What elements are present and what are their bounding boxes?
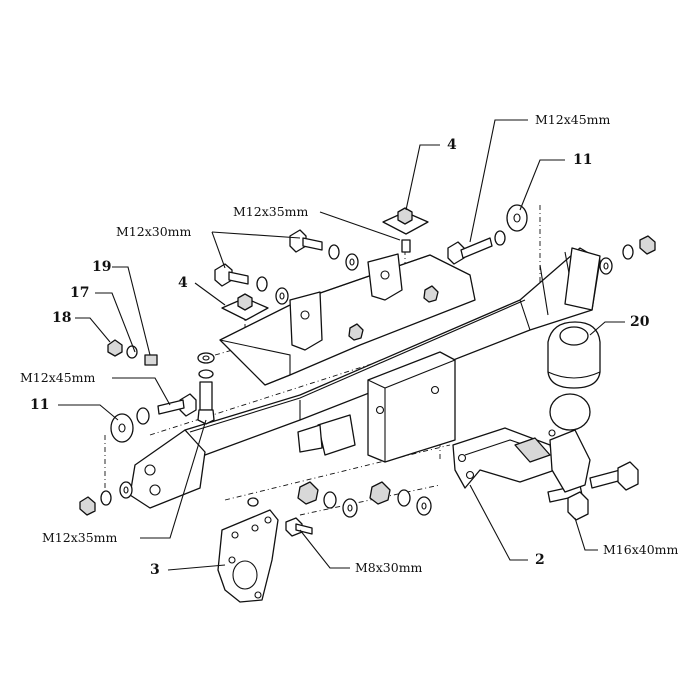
- label-part-3: 3: [150, 562, 160, 578]
- bolt-m8x30: [285, 517, 313, 537]
- label-m8x30: M8x30mm: [355, 560, 423, 575]
- leader-lines: [58, 119, 625, 571]
- tow-ball-neck: [548, 393, 591, 493]
- label-m12x30: M12x30mm: [116, 224, 192, 239]
- label-part-20: 20: [630, 314, 650, 330]
- label-m12x35-bottom: M12x35mm: [42, 530, 118, 545]
- label-m16x40: M16x40mm: [603, 542, 679, 557]
- label-part-4-left: 4: [178, 275, 188, 291]
- bolt-m16x40-upper: [589, 461, 639, 491]
- part-4-plate-left: [221, 293, 269, 321]
- label-part-19: 19: [92, 259, 111, 275]
- bolt-m12x30: [214, 263, 249, 287]
- label-m12x35-top: M12x35mm: [233, 204, 309, 219]
- part-3-socket-plate: [217, 509, 279, 603]
- main-crossbar: [129, 247, 601, 509]
- bolt-m12x45-left: [157, 393, 197, 417]
- label-part-18: 18: [52, 310, 71, 326]
- part-4-plate-top: [382, 207, 429, 253]
- label-part-2: 2: [535, 552, 545, 568]
- receiver-housing: [297, 351, 456, 463]
- label-part-17: 17: [70, 285, 89, 301]
- label-m12x45-top: M12x45mm: [535, 112, 611, 127]
- washers-and-nuts: [79, 204, 656, 518]
- label-m12x45-left: M12x45mm: [20, 370, 96, 385]
- bolt-m12x35-vertical: [197, 381, 215, 425]
- part-20-ball-cover: [547, 321, 601, 389]
- bolt-m12x35-top: [289, 229, 323, 253]
- callout-labels: M12x45mm 4 11 M12x35mm M12x30mm 19 4 17 …: [20, 112, 679, 578]
- bolt-m12x45-top: [447, 237, 493, 265]
- part-2-ball-bracket: [452, 427, 556, 489]
- label-part-11-right: 11: [573, 152, 592, 168]
- label-part-4-top: 4: [447, 137, 457, 153]
- label-part-11-left: 11: [30, 397, 49, 413]
- upper-mounting-bracket: [219, 253, 476, 386]
